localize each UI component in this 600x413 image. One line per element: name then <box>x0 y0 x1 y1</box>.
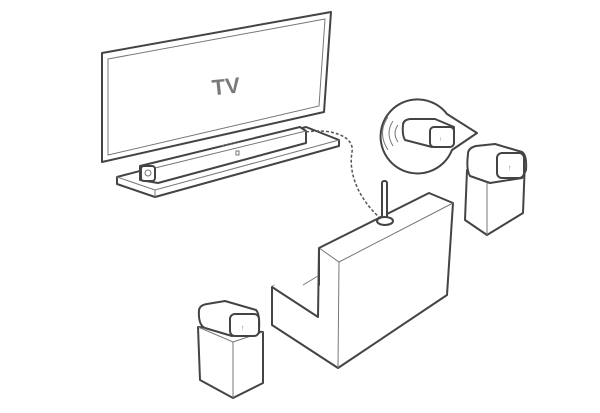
svg-text:↑: ↑ <box>241 325 245 332</box>
rear-left-speaker: ↑ <box>197 300 264 399</box>
soundbar-control-panel <box>140 165 156 182</box>
antenna-cable <box>305 130 381 219</box>
tv-label: TV <box>211 72 242 100</box>
svg-text:↑: ↑ <box>508 165 512 172</box>
sofa <box>271 192 454 369</box>
svg-text:↑: ↑ <box>439 137 442 143</box>
rear-right-speaker: ↑ <box>464 143 528 236</box>
speaker-zoom-bubble: ↑ <box>379 98 478 175</box>
tv: TV <box>101 11 332 163</box>
antenna <box>376 180 394 226</box>
soundbar <box>139 126 307 184</box>
